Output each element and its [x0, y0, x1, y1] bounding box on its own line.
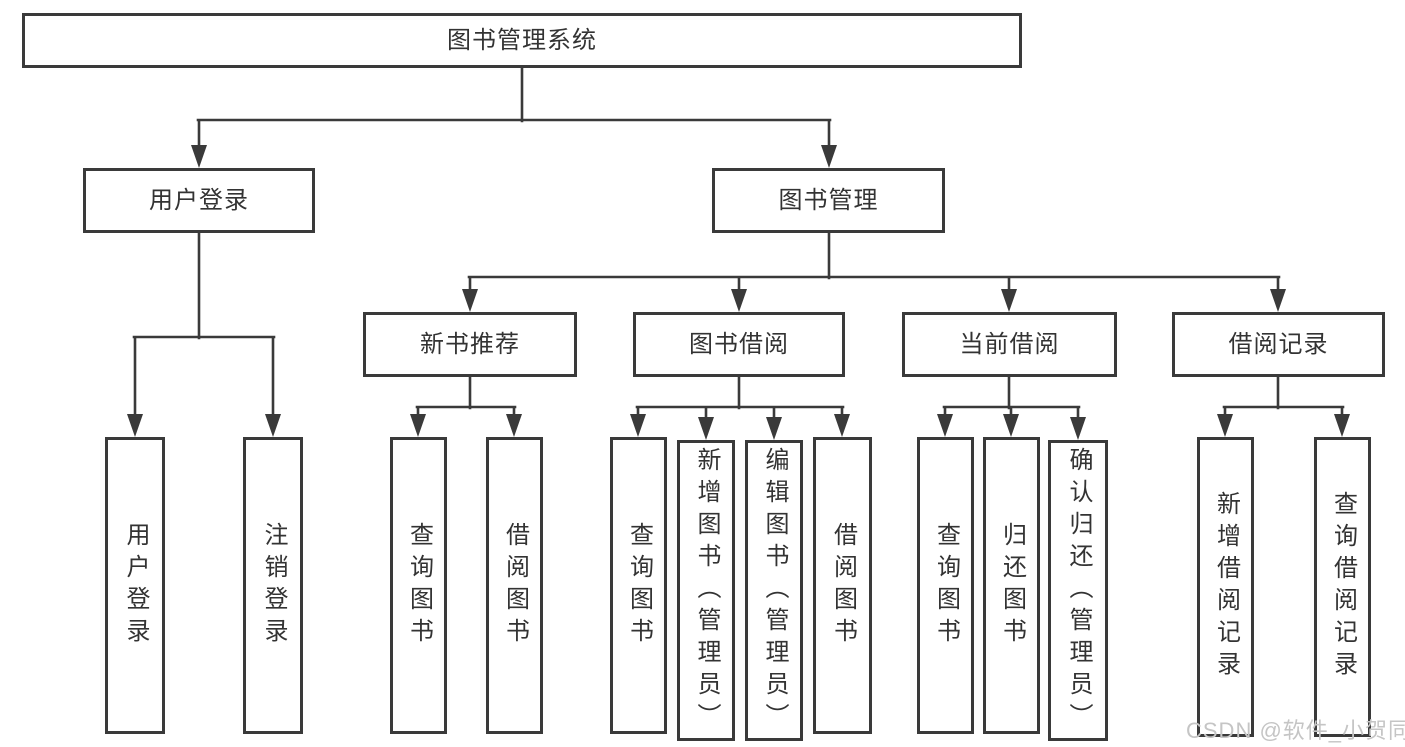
node-borrowing-records: 借阅记录	[1172, 312, 1385, 377]
node-library-management-system: 图书管理系统	[22, 13, 1022, 68]
node-book-management: 图书管理	[712, 168, 945, 233]
node-leaf-query-books-borrow: 查询图书	[610, 437, 667, 734]
node-leaf-edit-books-admin: 编辑图书（管理员）	[745, 440, 803, 741]
node-leaf-user-login: 用户登录	[105, 437, 165, 734]
tree-connector-lines	[132, 66, 1345, 423]
node-leaf-query-borrow-record: 查询借阅记录	[1314, 437, 1371, 737]
node-leaf-query-books-recommend: 查询图书	[390, 437, 447, 734]
node-leaf-borrow-books-recommend: 借阅图书	[486, 437, 543, 734]
node-leaf-return-books: 归还图书	[983, 437, 1040, 734]
node-user-login: 用户登录	[83, 168, 315, 233]
node-new-book-recommendation: 新书推荐	[363, 312, 577, 377]
csdn-watermark: CSDN @软件_小贺同学	[1186, 718, 1405, 743]
node-leaf-query-books-current: 查询图书	[917, 437, 974, 734]
node-leaf-confirm-return-admin: 确认归还（管理员）	[1048, 440, 1108, 741]
node-leaf-borrow-books-borrow: 借阅图书	[813, 437, 872, 734]
node-book-borrowing: 图书借阅	[633, 312, 845, 377]
node-current-borrowing: 当前借阅	[902, 312, 1117, 377]
arrowheads	[127, 145, 1350, 440]
node-leaf-add-borrow-record: 新增借阅记录	[1197, 437, 1254, 737]
node-leaf-add-books-admin: 新增图书（管理员）	[677, 440, 735, 741]
node-leaf-logout: 注销登录	[243, 437, 303, 734]
